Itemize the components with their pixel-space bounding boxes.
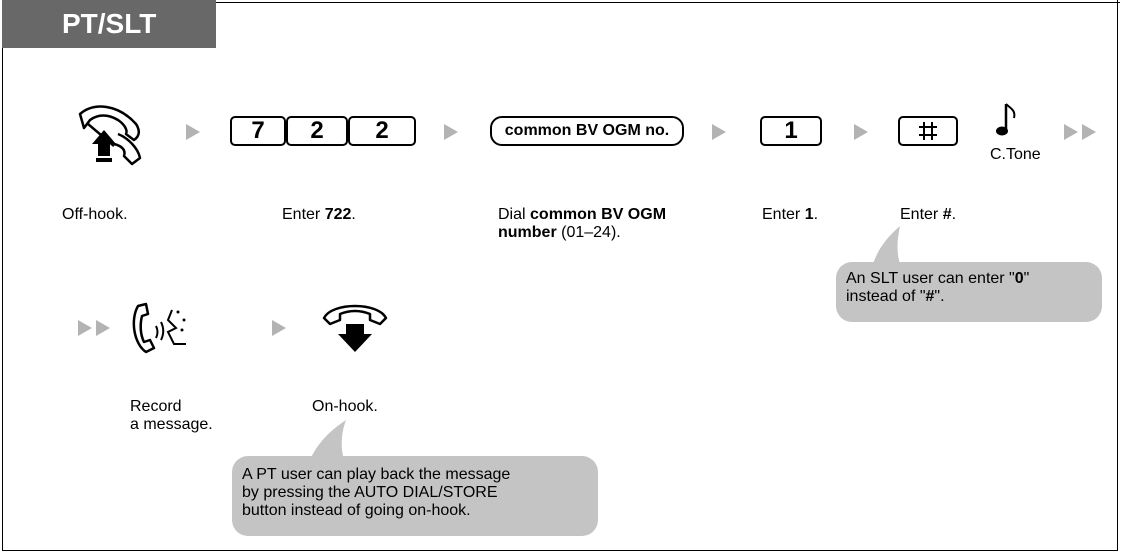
continue-arrow-c	[78, 320, 92, 336]
step-arrow-4	[854, 124, 868, 140]
caption-enter-722: Enter 722.	[282, 206, 356, 223]
step-arrow-3	[712, 124, 726, 140]
hash-icon	[919, 122, 937, 140]
mode-tab: PT/SLT	[2, 0, 216, 48]
continue-arrow-d	[96, 320, 110, 336]
tone-label: C.Tone	[990, 146, 1041, 163]
pt-note: A PT user can play back the message by p…	[232, 456, 598, 536]
dial-key-7: 7	[230, 116, 286, 146]
caption-off-hook: Off-hook.	[62, 206, 128, 223]
hash-key	[898, 116, 958, 146]
mode-tab-label: PT/SLT	[62, 8, 157, 39]
tone-note-icon	[996, 103, 1016, 136]
continue-arrow-b	[1082, 124, 1096, 140]
dial-key-2b: 2	[348, 116, 416, 146]
dial-key-1: 1	[760, 116, 822, 146]
caption-on-hook: On-hook.	[312, 398, 378, 415]
step-arrow-2	[444, 124, 458, 140]
frame-top-line	[216, 2, 1120, 3]
caption-enter-1: Enter 1.	[762, 206, 819, 223]
on-hook-icon	[322, 304, 388, 352]
caption-enter-hash: Enter #.	[900, 206, 957, 223]
slt-note: An SLT user can enter "0" instead of "#"…	[836, 262, 1102, 322]
dial-key-2a: 2	[286, 116, 348, 146]
ogm-number-key: common BV OGM no.	[490, 116, 684, 146]
record-message-icon	[132, 302, 186, 354]
off-hook-icon	[78, 105, 142, 166]
step-arrow-1	[186, 124, 200, 140]
step-arrow-5	[272, 320, 286, 336]
continue-arrow-a	[1064, 124, 1078, 140]
